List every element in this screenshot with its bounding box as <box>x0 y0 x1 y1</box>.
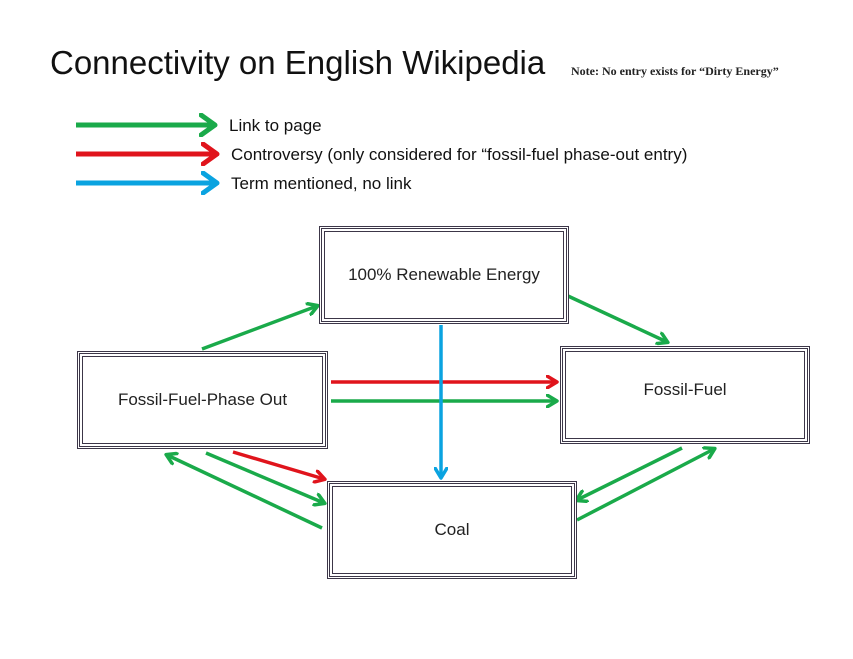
legend-label-mention: Term mentioned, no link <box>231 174 412 193</box>
node-label: Fossil-Fuel <box>643 380 727 399</box>
edge-phaseout-to-coal-link <box>205 451 324 503</box>
node-label: 100% Renewable Energy <box>348 265 540 284</box>
edge-coal-to-phaseout-link <box>167 455 323 530</box>
edge-fossil-to-coal-link <box>577 446 683 500</box>
node-fossil-fuel: Fossil-Fuel <box>560 346 810 444</box>
edge-coal-to-fossil-link <box>576 449 714 522</box>
edge-phaseout-to-coal-controversy <box>232 450 324 479</box>
edge-phaseout-to-renewable-link <box>201 306 317 351</box>
node-label: Coal <box>434 520 470 539</box>
node-renewable-energy: 100% Renewable Energy <box>319 226 569 324</box>
legend-label-controversy: Controversy (only considered for “fossil… <box>231 145 688 164</box>
edge-renewable-to-fossil-link <box>567 294 667 342</box>
node-coal: Coal <box>327 481 577 579</box>
diagram-title: Connectivity on English Wikipedia <box>50 44 546 81</box>
node-fossil-fuel-phase-out: Fossil-Fuel-Phase Out <box>77 351 328 449</box>
note-text: Note: No entry exists for “Dirty Energy” <box>571 64 779 78</box>
node-label: Fossil-Fuel-Phase Out <box>117 390 288 409</box>
legend-label-link: Link to page <box>229 116 322 135</box>
